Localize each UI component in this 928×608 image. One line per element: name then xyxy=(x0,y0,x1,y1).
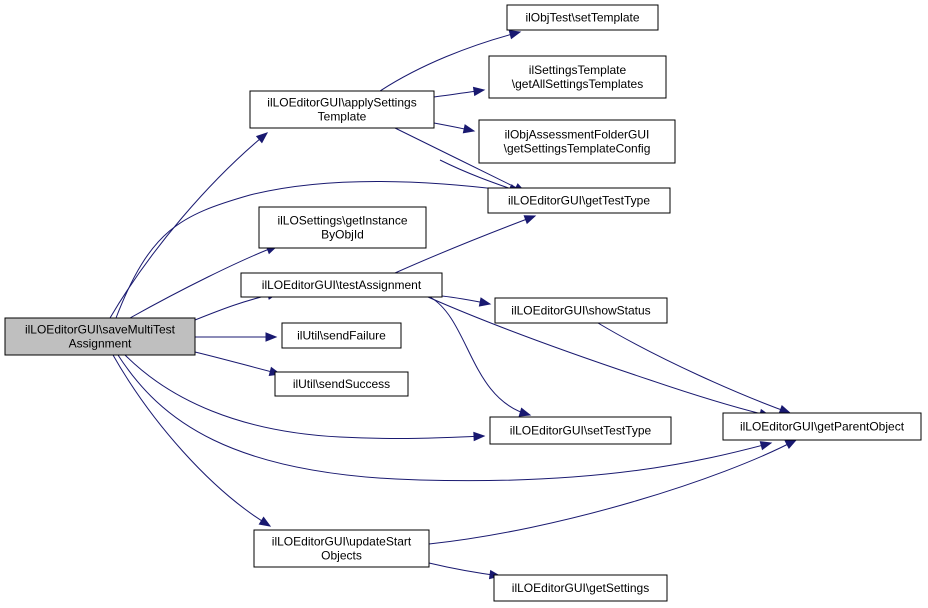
node-label: ilUtil\sendFailure xyxy=(297,329,386,343)
node-get-test-type[interactable]: ilLOEditorGUI\getTestType xyxy=(487,187,671,214)
arrowhead-icon xyxy=(518,407,532,417)
node-box xyxy=(281,322,402,349)
edge-show-status-to-get-parent-object xyxy=(597,322,791,414)
node-label: ByObjId xyxy=(321,228,364,242)
arrowhead-icon xyxy=(265,332,278,342)
node-send-failure[interactable]: ilUtil\sendFailure xyxy=(281,322,402,349)
edge-save-multi-test-assignment-to-send-success xyxy=(194,351,281,375)
edge-save-multi-test-assignment-to-get-instance-by-obj-id xyxy=(129,245,278,319)
node-label: ilLOEditorGUI\saveMultiTest xyxy=(25,323,176,337)
arrowhead-icon xyxy=(759,441,773,451)
node-label: \getAllSettingsTemplates xyxy=(512,77,643,91)
node-label: ilLOEditorGUI\setTestType xyxy=(510,424,652,438)
edge-save-multi-test-assignment-to-get-test-type xyxy=(115,180,521,319)
node-label: Template xyxy=(318,110,367,124)
arrowhead-icon xyxy=(258,516,272,527)
edge-save-multi-test-assignment-to-update-start-objects xyxy=(112,354,271,527)
node-label: ilObjAssessmentFolderGUI xyxy=(505,128,650,142)
arrowhead-icon xyxy=(523,215,537,225)
node-box xyxy=(489,416,672,445)
node-box xyxy=(722,412,922,441)
node-label: ilLOEditorGUI\getSettings xyxy=(512,581,649,595)
arrowhead-icon xyxy=(473,431,486,442)
node-box xyxy=(493,574,668,602)
node-label: ilLOEditorGUI\testAssignment xyxy=(262,278,422,292)
node-test-assignment[interactable]: ilLOEditorGUI\testAssignment xyxy=(240,272,443,298)
node-label: Objects xyxy=(321,549,362,563)
node-label: ilUtil\sendSuccess xyxy=(293,377,390,391)
node-get-settings-template-config[interactable]: ilObjAssessmentFolderGUI\getSettingsTemp… xyxy=(478,119,676,164)
arrowhead-icon xyxy=(778,404,792,414)
node-label: \getSettingsTemplateConfig xyxy=(504,142,651,156)
arrowhead-icon xyxy=(508,30,522,40)
edge-save-multi-test-assignment-to-get-parent-object xyxy=(117,354,772,482)
edge-update-start-objects-to-get-parent-object xyxy=(428,439,797,545)
node-label: ilLOEditorGUI\applySettings xyxy=(267,96,416,110)
node-label: ilObjTest\setTemplate xyxy=(525,11,639,25)
node-box xyxy=(478,119,676,164)
node-box xyxy=(488,55,667,99)
edge-test-assignment-to-get-parent-object xyxy=(427,296,771,417)
arrowhead-icon xyxy=(255,132,269,144)
arrowhead-icon xyxy=(462,124,476,134)
node-show-status[interactable]: ilLOEditorGUI\showStatus xyxy=(494,297,668,324)
node-box xyxy=(274,371,409,397)
arrowhead-icon xyxy=(784,439,798,450)
node-box xyxy=(494,297,668,324)
node-label: ilSettingsTemplate xyxy=(529,63,627,77)
node-get-all-settings-templates[interactable]: ilSettingsTemplate\getAllSettingsTemplat… xyxy=(488,55,667,99)
node-label: ilLOEditorGUI\getTestType xyxy=(508,194,650,208)
edge-save-multi-test-assignment-to-apply-settings-template xyxy=(109,132,268,319)
node-box xyxy=(487,187,671,214)
node-box xyxy=(4,317,196,356)
edge-save-multi-test-assignment-to-set-test-type xyxy=(124,354,485,440)
edge-update-start-objects-to-get-settings xyxy=(428,562,501,577)
node-box xyxy=(253,529,430,568)
node-label: Assignment xyxy=(69,337,132,351)
node-box xyxy=(258,206,427,249)
node-box xyxy=(506,4,659,31)
node-box xyxy=(240,272,443,298)
arrowhead-icon xyxy=(478,297,492,307)
edge-test-assignment-to-set-test-type xyxy=(429,296,531,416)
node-set-test-type[interactable]: ilLOEditorGUI\setTestType xyxy=(489,416,672,445)
edge-apply-settings-template-to-get-test-type xyxy=(394,127,526,193)
node-label: ilLOEditorGUI\updateStart xyxy=(272,535,412,549)
node-send-success[interactable]: ilUtil\sendSuccess xyxy=(274,371,409,397)
node-set-template[interactable]: ilObjTest\setTemplate xyxy=(506,4,659,31)
node-label: ilLOEditorGUI\getParentObject xyxy=(740,420,905,434)
node-label: ilLOEditorGUI\showStatus xyxy=(511,304,650,318)
node-get-settings[interactable]: ilLOEditorGUI\getSettings xyxy=(493,574,668,602)
node-get-parent-object[interactable]: ilLOEditorGUI\getParentObject xyxy=(722,412,922,441)
edge-apply-settings-template-to-set-template xyxy=(379,31,521,92)
node-label: ilLOSettings\getInstance xyxy=(277,214,407,228)
edge-test-assignment-to-get-test-type xyxy=(394,215,536,274)
node-box xyxy=(249,90,435,129)
arrowhead-icon xyxy=(472,86,486,97)
